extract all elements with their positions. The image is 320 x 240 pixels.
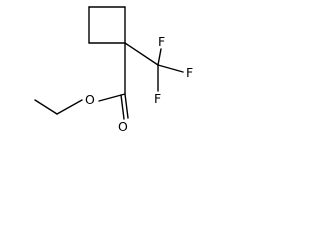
cyclobutane-ring — [88, 6, 126, 44]
bond-ring-to-cf3 — [124, 42, 159, 66]
bond-cf3-to-fluorine-right — [157, 64, 184, 73]
fluorine-top-label: F — [158, 34, 165, 49]
bond-ch2-to-ch3 — [34, 99, 58, 115]
fluorine-right-label: F — [186, 65, 193, 80]
carbonyl-oxygen-label: O — [118, 119, 128, 134]
bond-carbonyl-to-ester-oxygen — [98, 93, 126, 102]
trifluoromethyl-group: F F F — [124, 34, 193, 106]
bond-carbonyl-double-a — [124, 93, 129, 119]
ethyl-ester-group: O O — [34, 42, 129, 134]
bond-ester-oxygen-to-ch2 — [56, 99, 83, 115]
chemical-structure-diagram: F F F O O — [34, 6, 193, 134]
bond-cf3-to-fluorine-top — [157, 48, 162, 66]
fluorine-bottom-label: F — [154, 91, 161, 106]
ester-oxygen-label: O — [85, 92, 95, 107]
bond-carbonyl-double-b — [120, 94, 125, 120]
